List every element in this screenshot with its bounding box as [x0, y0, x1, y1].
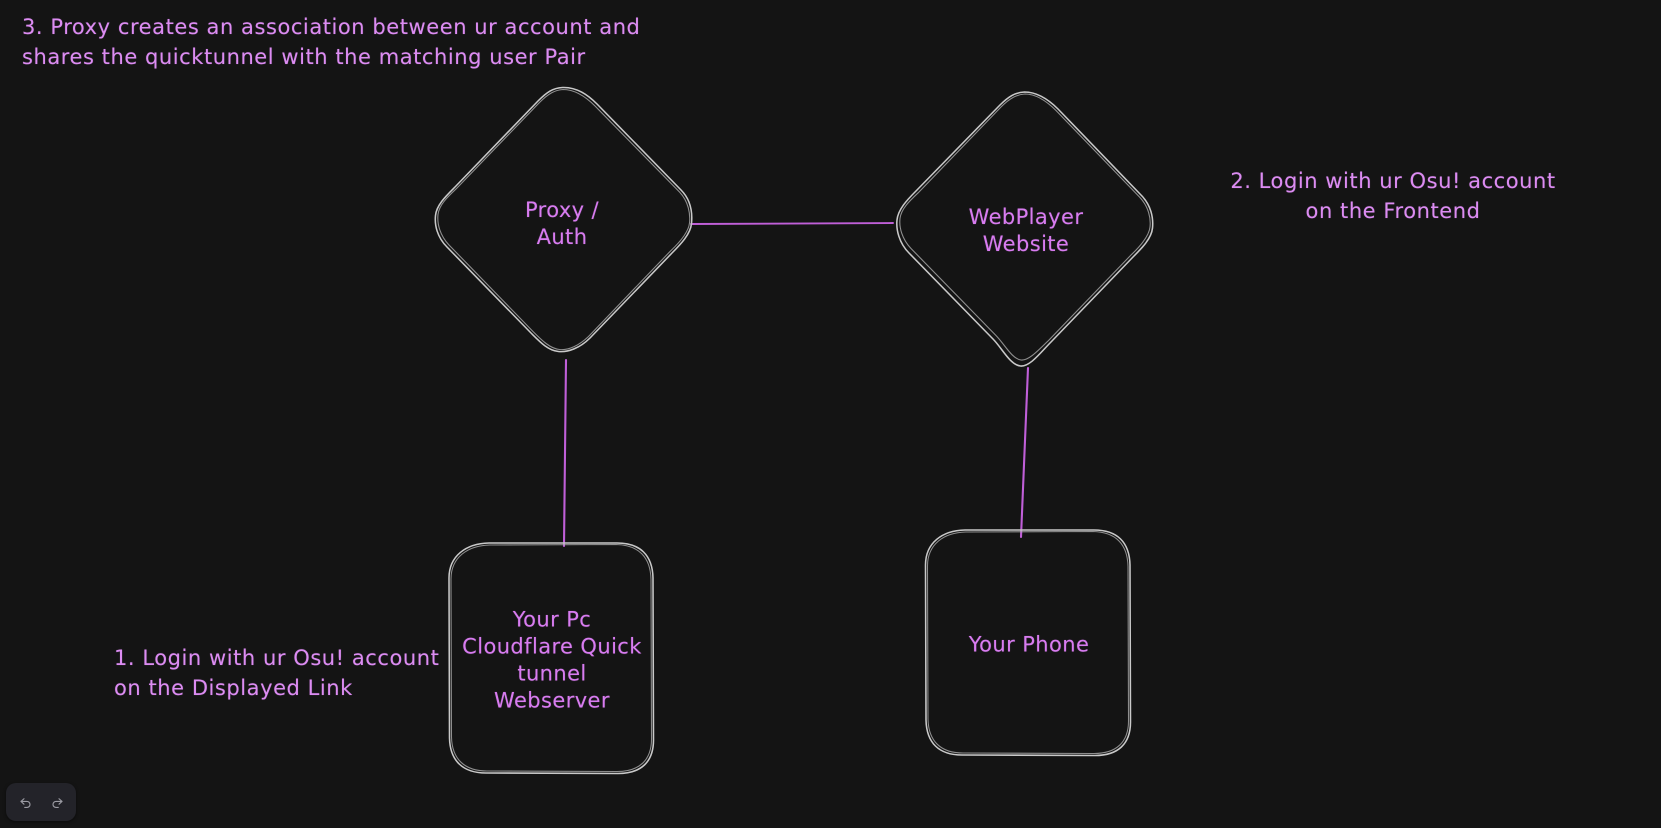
redo-arrow-icon	[50, 795, 65, 810]
redo-button[interactable]	[42, 788, 72, 816]
annotation-step-2: 2. Login with ur Osu! account on the Fro…	[1230, 169, 1556, 224]
node-proxy-auth[interactable]	[434, 86, 693, 353]
history-toolbar	[6, 783, 76, 821]
node-your-pc[interactable]	[448, 542, 655, 775]
undo-arrow-icon	[18, 795, 33, 810]
connector-proxy-to-your-pc[interactable]	[562, 358, 568, 548]
annotation-step-3: 3. Proxy creates an association between …	[22, 15, 641, 70]
node-webplayer-website[interactable]	[896, 91, 1154, 367]
undo-button[interactable]	[10, 788, 40, 816]
connector-proxy-to-webplayer[interactable]	[690, 222, 894, 225]
annotation-step-1: 1. Login with ur Osu! account on the Dis…	[114, 646, 440, 701]
connector-webplayer-to-your-phone[interactable]	[1019, 366, 1030, 539]
node-your-phone[interactable]	[924, 529, 1132, 757]
